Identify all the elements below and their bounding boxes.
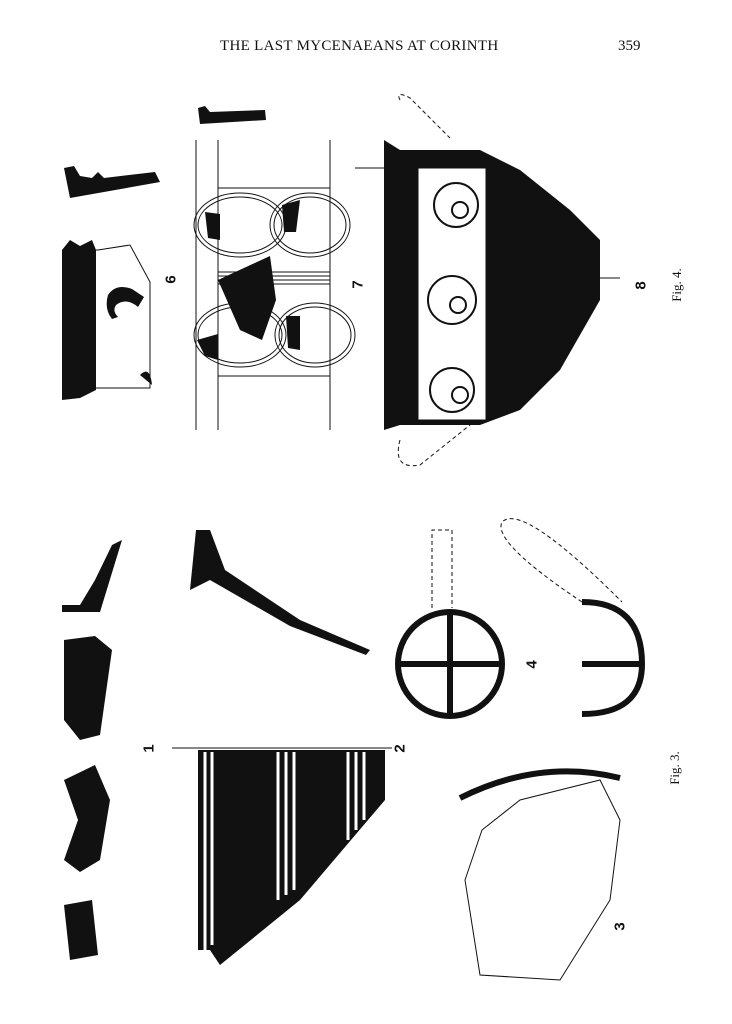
sherd-1b <box>64 765 110 872</box>
page-number: 359 <box>618 38 641 54</box>
label-3: 3 <box>611 922 629 931</box>
label-7: 7 <box>349 280 367 289</box>
label-4: 4 <box>523 660 541 669</box>
profile-6 <box>64 166 160 198</box>
profile-1 <box>62 540 122 612</box>
label-2: 2 <box>391 744 409 753</box>
running-title: THE LAST MYCENAEANS AT CORINTH <box>220 38 499 54</box>
sherd-6 <box>62 240 96 400</box>
fig-4-caption: Fig. 4. <box>668 268 684 302</box>
sherd-1a <box>64 636 112 740</box>
profile-2 <box>190 530 370 655</box>
fig-3-caption: Fig. 3. <box>666 751 682 785</box>
sherd-3 <box>464 779 621 981</box>
striped-panel-2 <box>198 750 385 965</box>
sherd-1c <box>64 900 98 960</box>
rim-7 <box>198 106 266 124</box>
label-8: 8 <box>632 281 650 290</box>
page-header: THE LAST MYCENAEANS AT CORINTH 359 <box>0 38 732 58</box>
label-6: 6 <box>162 275 180 284</box>
label-1: 1 <box>140 744 158 753</box>
krater-8 <box>384 140 600 430</box>
